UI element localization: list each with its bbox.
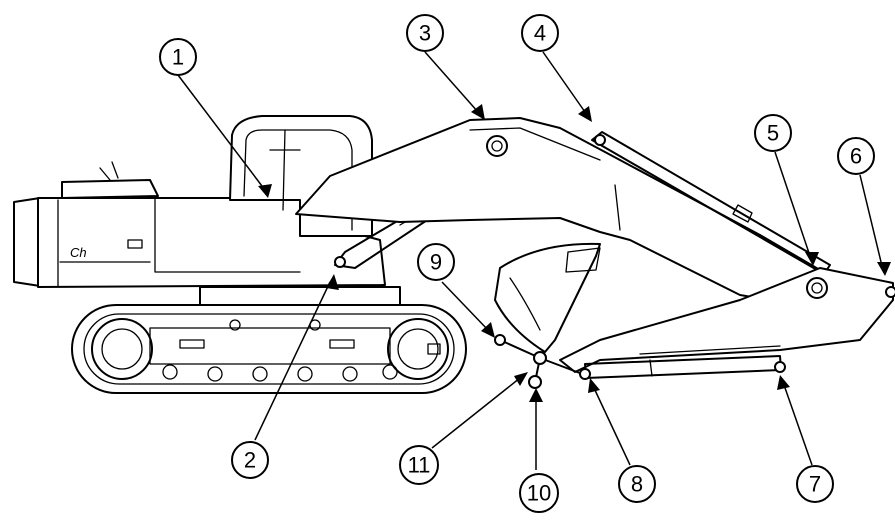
upper-structure: Ch: [13, 115, 386, 288]
svg-text:4: 4: [534, 21, 546, 46]
svg-text:5: 5: [767, 121, 779, 146]
callout-5: 5: [754, 114, 792, 152]
track-undercarriage: [71, 304, 467, 394]
callout-2: 2: [231, 441, 269, 479]
svg-text:6: 6: [850, 144, 862, 169]
callout-4: 4: [521, 14, 559, 52]
callout-7: 7: [796, 465, 834, 503]
svg-text:11: 11: [408, 453, 431, 478]
boom-foot-pin: [486, 135, 508, 157]
svg-text:3: 3: [419, 21, 431, 46]
excavator-drawing: Ch: [13, 115, 895, 394]
svg-text:8: 8: [631, 472, 643, 497]
callout-3: 3: [406, 14, 444, 52]
callout-6: 6: [837, 137, 875, 175]
svg-text:9: 9: [430, 250, 442, 275]
callout-1: 1: [159, 38, 197, 76]
callout-8: 8: [618, 465, 656, 503]
callout-11: 11: [399, 445, 439, 485]
svg-text:7: 7: [809, 472, 821, 497]
callout-9: 9: [417, 243, 455, 281]
bucket: [494, 242, 601, 353]
swing-frame: [199, 286, 401, 306]
callout-10: 10: [519, 473, 559, 513]
svg-text:10: 10: [527, 481, 551, 506]
svg-text:2: 2: [244, 448, 256, 473]
leader-lines: [177, 51, 891, 470]
svg-text:Ch: Ch: [70, 245, 87, 260]
svg-text:1: 1: [172, 45, 184, 70]
